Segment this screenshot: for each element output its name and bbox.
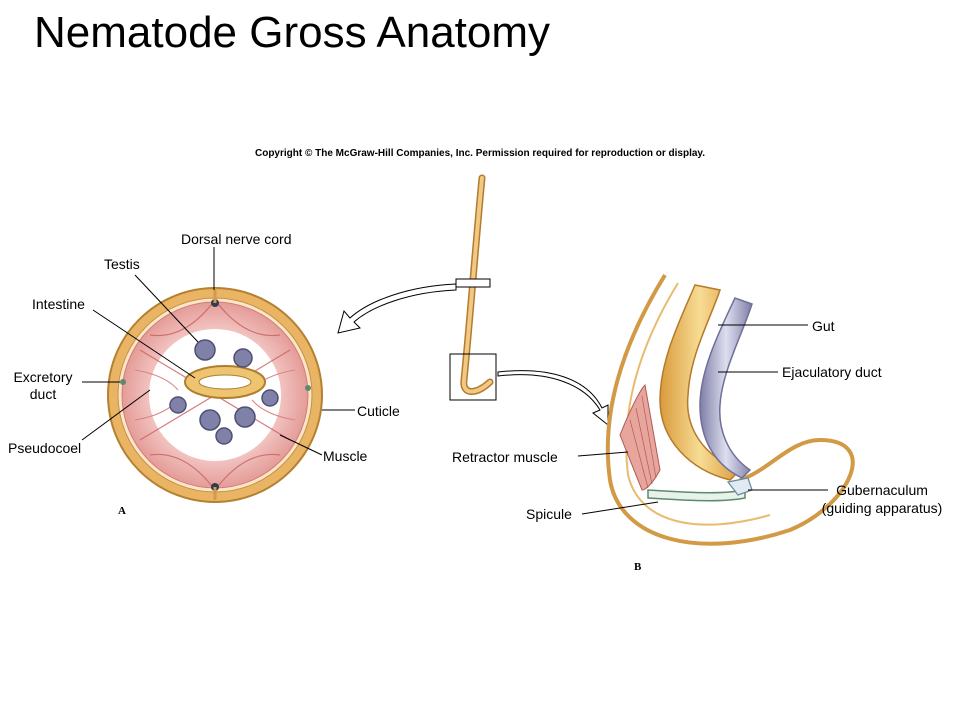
gut-tube — [659, 284, 742, 481]
label-gubernaculum-note: (guiding apparatus) — [821, 500, 943, 516]
retractor-muscle-band — [619, 383, 661, 491]
label-testis: Testis — [104, 256, 140, 272]
label-retractor-muscle: Retractor muscle — [452, 449, 558, 465]
label-cuticle: Cuticle — [357, 403, 400, 419]
label-gut: Gut — [812, 318, 835, 334]
copyright-notice: Copyright © The McGraw-Hill Companies, I… — [254, 148, 706, 159]
panel-letter-b: B — [634, 561, 642, 573]
label-ejaculatory-duct: Ejaculatory duct — [782, 364, 882, 380]
male-tail — [577, 273, 855, 546]
slide-title: Nematode Gross Anatomy — [34, 8, 551, 57]
label-pseudocoel: Pseudocoel — [8, 440, 82, 456]
panel-letter-a: A — [118, 505, 126, 517]
label-intestine: Intestine — [32, 296, 85, 312]
label-spicule: Spicule — [526, 506, 572, 522]
label-dorsal-nerve-cord: Dorsal nerve cord — [181, 231, 292, 247]
cross-section — [81, 247, 355, 503]
label-gubernaculum: Gubernaculum — [836, 482, 928, 498]
spicule-shape — [647, 489, 746, 502]
label-muscle: Muscle — [323, 448, 368, 464]
ejaculatory-duct-tube — [699, 297, 753, 479]
whole-worm — [449, 174, 497, 401]
label-excretory-duct: Excretory duct — [13, 369, 73, 402]
